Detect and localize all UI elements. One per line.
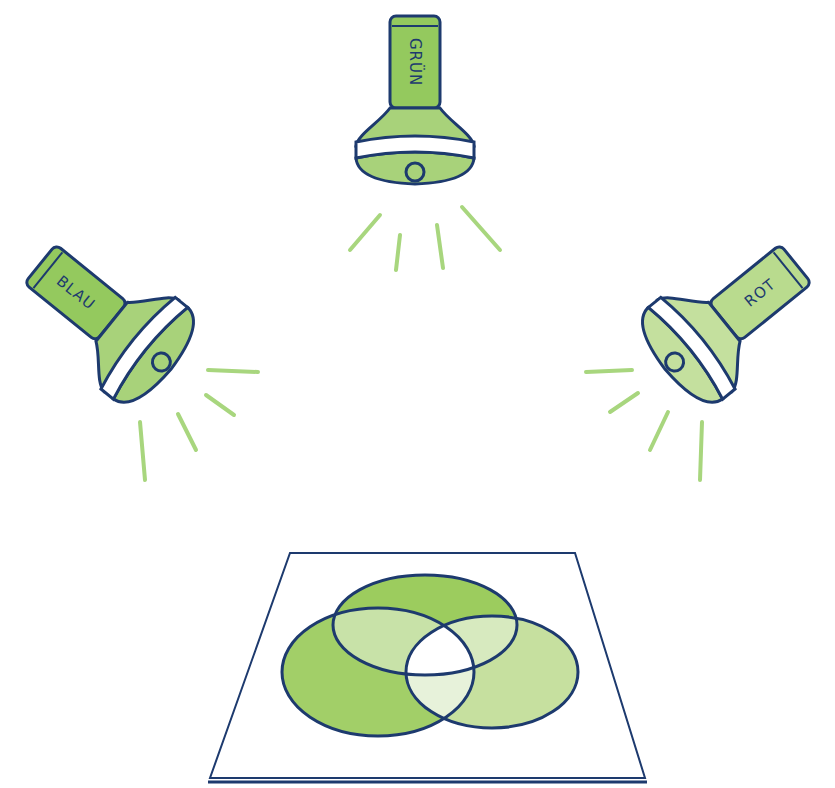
color-label: GRÜN: [406, 38, 424, 86]
flashlight-shape: [0, 211, 218, 425]
paper-sheet: [208, 553, 647, 782]
flashlight: GRÜN: [350, 12, 480, 192]
color-venn: [282, 575, 578, 736]
flashlight: BLAU: [0, 211, 218, 425]
flashlight: ROT: [618, 211, 835, 425]
light-rays: [140, 207, 702, 480]
flashlight-shape: [618, 211, 835, 425]
